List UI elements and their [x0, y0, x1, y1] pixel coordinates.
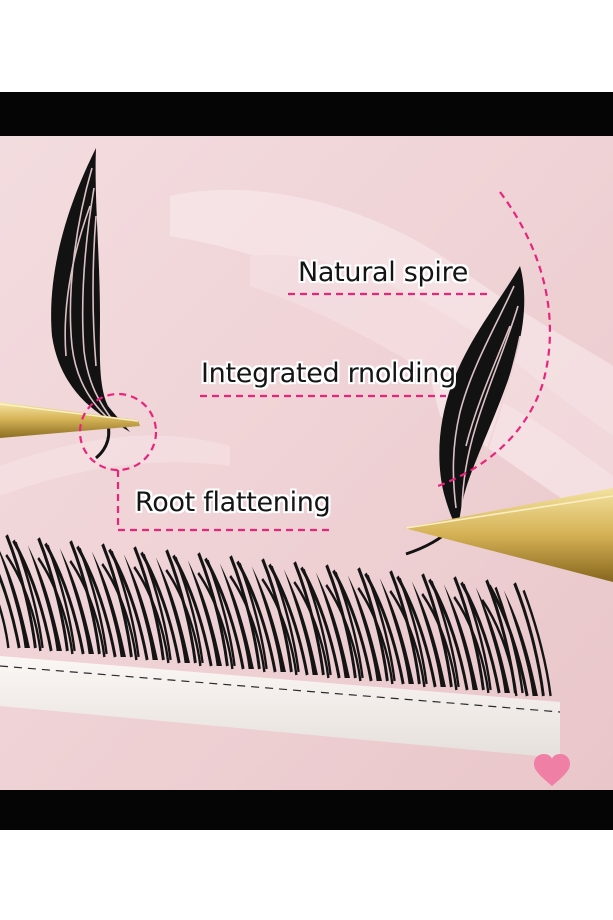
eyelash-photo	[0, 136, 613, 790]
lash-tray	[0, 533, 561, 758]
tweezer-left	[0, 402, 140, 438]
tweezer-right	[404, 488, 613, 582]
callout-lines	[78, 191, 551, 532]
label-natural-spire: Natural spire	[298, 257, 469, 288]
label-integrated-molding: Integrated rnolding	[201, 358, 456, 389]
single-lash-fan-right	[405, 266, 525, 556]
photo-canvas	[0, 136, 613, 790]
letterbox-bottom-bar	[0, 790, 613, 830]
heart-icon	[534, 754, 570, 786]
label-root-flattening: Root flattening	[135, 487, 331, 518]
letterbox-top-bar	[0, 92, 613, 136]
